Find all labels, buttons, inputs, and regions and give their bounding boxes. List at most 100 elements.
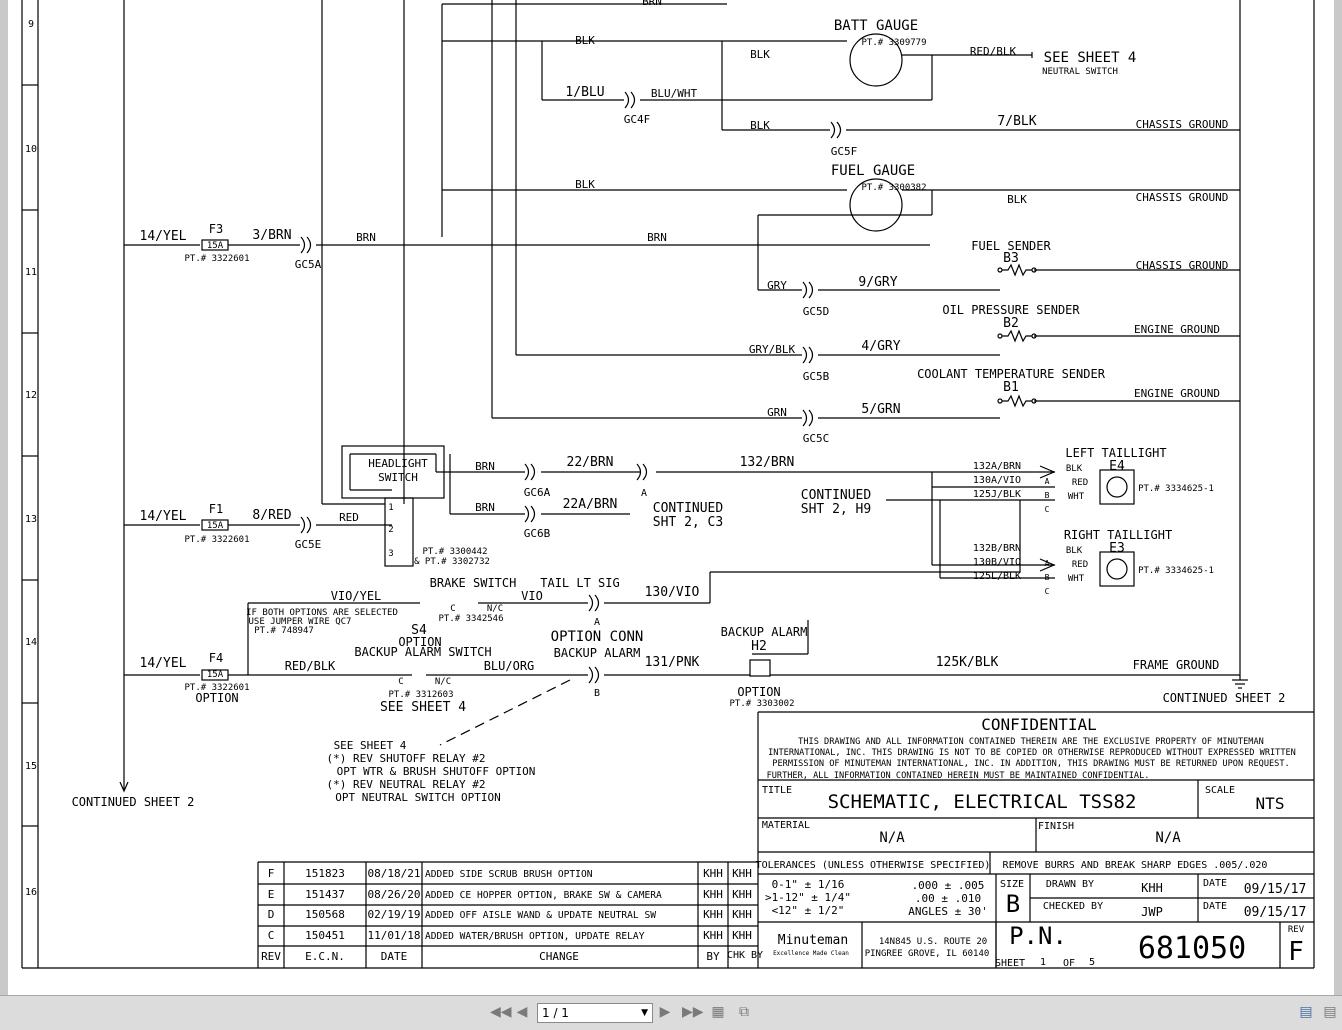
fuel-sender-label: FUEL SENDER — [971, 239, 1051, 253]
continuous-view-icon[interactable]: ▤ — [1323, 1004, 1337, 1020]
sender-terminal — [1031, 398, 1037, 404]
ba-pt-label: PT.# 3303002 — [729, 699, 794, 709]
remove-burrs-label: REMOVE BURRS AND BREAK SHARP EDGES .005/… — [1003, 860, 1268, 871]
lt-c-label: C — [1045, 505, 1050, 514]
sht-c3-label: SHT 2, C3 — [653, 515, 723, 530]
rev-label: F — [1288, 937, 1304, 967]
revision-chk-cell: KHH — [732, 867, 752, 880]
blk125k-label: 125K/BLK — [936, 655, 999, 670]
checked-by-label-label: CHECKED BY — [1043, 901, 1103, 912]
batt-pt-label: PT.# 3309779 — [861, 38, 926, 48]
revision-ecn-cell: 151823 — [305, 867, 345, 880]
headlight-switch-body — [384, 497, 414, 567]
option-conn-label: OPTION CONN — [551, 629, 644, 645]
sender-resistor — [1002, 329, 1032, 343]
brn-b-label: BRN — [647, 231, 667, 244]
finish-label: N/A — [1155, 830, 1181, 846]
date-2-label: 09/15/17 — [1244, 905, 1307, 920]
date-label-1-label: DATE — [1203, 878, 1227, 889]
f1-pt-label: PT.# 3322601 — [184, 535, 249, 545]
arrow — [1039, 558, 1056, 572]
f3-pt-label: PT.# 3322601 — [184, 254, 249, 264]
5-label: 14 — [25, 637, 37, 648]
first-page-icon[interactable]: ◀◀ — [490, 1004, 512, 1020]
two-page-icon[interactable]: ⧉ — [739, 1004, 749, 1020]
wire — [439, 679, 571, 746]
jumper-2-label: USE JUMPER WIRE QC7 — [249, 617, 352, 627]
gc5a-label: GC5A — [295, 258, 322, 271]
conn-b-label: B — [594, 688, 600, 699]
option-1-label: OPTION — [398, 635, 441, 649]
jumper-1-label: IF BOTH OPTIONS ARE SELECTED — [246, 608, 398, 618]
connector-symbol — [524, 463, 536, 481]
s4-label: S4 — [411, 623, 427, 638]
title-label-label: TITLE — [762, 785, 792, 796]
connector-symbol — [802, 346, 814, 364]
revision-chk-cell: KHH — [732, 888, 752, 901]
connector-symbol — [588, 594, 600, 612]
gc4f-label: GC4F — [624, 113, 651, 126]
b1-label: B1 — [1003, 380, 1019, 395]
pnk131-label: 131/PNK — [645, 655, 700, 670]
blk7-label: 7/BLK — [997, 114, 1036, 129]
coolant-sender-label: COOLANT TEMPERATURE SENDER — [917, 367, 1106, 381]
chevron-down-icon[interactable]: ▼ — [641, 1008, 648, 1018]
single-page-view-icon[interactable]: ▤ — [1299, 1004, 1313, 1020]
address-2-label: PINGREE GROVE, IL 60140 — [865, 949, 990, 959]
blu-1-label: 1/BLU — [565, 85, 604, 100]
left-taillight-box — [1099, 469, 1135, 505]
rev-label-label: REV — [1288, 925, 1305, 935]
revision-by-cell: KHH — [703, 908, 723, 921]
date-label-2-label: DATE — [1203, 901, 1227, 912]
next-page-icon[interactable]: ▶ — [659, 1004, 671, 1020]
tol-4-label: .000 ± .005 — [912, 879, 985, 892]
blk-mid-label: BLK — [750, 119, 770, 132]
b2-label: B2 — [1003, 316, 1019, 331]
gry-label: GRY — [767, 279, 787, 292]
sw-2-label: 2 — [388, 525, 393, 535]
last-page-icon[interactable]: ▶▶ — [682, 1004, 704, 1020]
rt-a-label: A — [1045, 559, 1050, 568]
brn-hl2-label: BRN — [475, 501, 495, 514]
b3-label: B3 — [1003, 251, 1019, 266]
tol-1-label: 0-1" ± 1/16 — [772, 878, 845, 891]
gc5d-label: GC5D — [803, 305, 830, 318]
tol-6-label: ANGLES ± 30' — [908, 905, 987, 918]
connector-symbol — [624, 91, 636, 109]
revision-rev-cell: E — [268, 888, 275, 901]
0-label: THIS DRAWING AND ALL INFORMATION CONTAIN… — [798, 737, 1264, 747]
sheet-label-label: SHEET — [995, 958, 1025, 969]
sender-terminal — [997, 267, 1003, 273]
revision-change-cell: ADDED WATER/BRUSH OPTION, UPDATE RELAY — [425, 931, 645, 942]
f1-label: F1 — [209, 502, 223, 516]
fuse-body — [201, 519, 229, 531]
sht-h9-label: SHT 2, H9 — [801, 502, 871, 517]
material-label-label: MATERIAL — [762, 820, 810, 831]
finish-label-label: FINISH — [1038, 821, 1074, 832]
fuse-body — [201, 239, 229, 251]
prev-page-icon[interactable]: ◀ — [516, 1004, 528, 1020]
fuel-pt-label: PT.# 3300382 — [861, 183, 926, 193]
f4-option-label: OPTION — [195, 691, 238, 705]
continued-sheet2-l-label: CONTINUED SHEET 2 — [72, 795, 195, 809]
revision-by-cell: KHH — [703, 929, 723, 942]
rt-b-label: B — [1045, 573, 1050, 582]
connector-symbol — [636, 463, 648, 481]
left-taillight-label: LEFT TAILLIGHT — [1065, 446, 1166, 460]
rt-wht-label: WHT — [1068, 574, 1085, 584]
gry9-label: 9/GRY — [858, 275, 897, 290]
revision-date-cell: 11/01/18 — [368, 929, 421, 942]
1-label: 10 — [25, 144, 37, 155]
page-number-input[interactable]: 1 / 1▼ — [537, 1003, 653, 1023]
left-taillight-lamp — [1106, 476, 1128, 498]
revision-rev-cell: F — [268, 867, 275, 880]
headlight-switch-2-label: SWITCH — [378, 471, 418, 484]
rt-blk-label: BLK — [1066, 546, 1083, 556]
bas-pt-label: PT.# 3312603 — [388, 690, 453, 700]
date-1-label: 09/15/17 — [1244, 882, 1307, 897]
0-label: 9 — [28, 19, 34, 30]
tail-lt-sig-label: TAIL LT SIG — [540, 576, 619, 590]
fit-page-icon[interactable]: ▦ — [711, 1004, 725, 1020]
revision-rev-cell: D — [268, 908, 275, 921]
